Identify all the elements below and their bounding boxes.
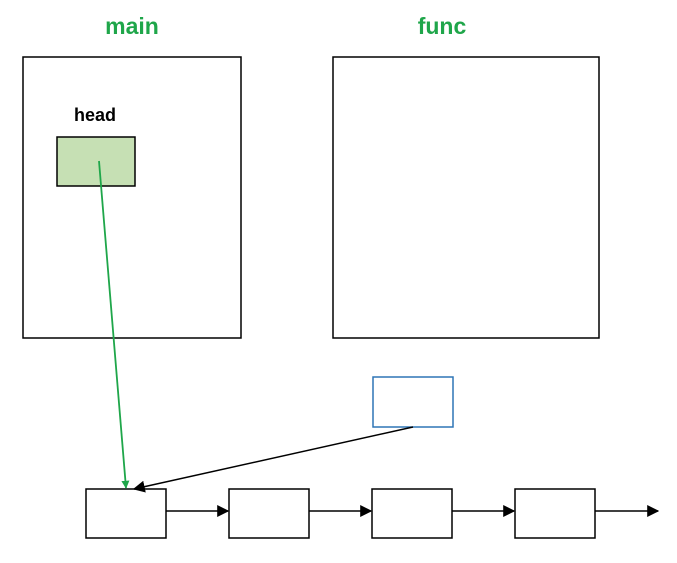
func-frame-title: func [418, 13, 467, 39]
func-stack-frame [332, 56, 600, 339]
func-pointer-arrow [132, 426, 414, 493]
func-pointer-box [372, 376, 454, 428]
list-node-1 [85, 488, 167, 539]
head-variable-label: head [74, 105, 116, 125]
list-node-4 [514, 488, 596, 539]
list-node-2 [228, 488, 310, 539]
main-frame-title: main [105, 13, 159, 39]
list-node-3 [371, 488, 453, 539]
main-stack-frame [22, 56, 242, 339]
head-pointer-arrow [98, 160, 130, 489]
head-variable-box [56, 136, 136, 187]
